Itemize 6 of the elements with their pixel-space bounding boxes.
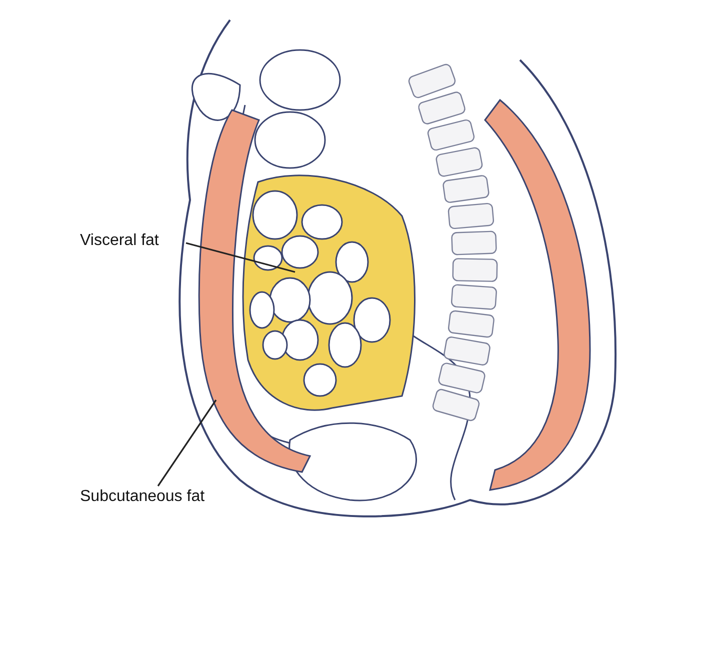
- callout-label: Subcutaneous fat: [80, 487, 206, 507]
- callout-label: Visceral fat: [80, 231, 160, 251]
- subcutaneous-fat-layer: [198, 109, 311, 473]
- leader-line: [186, 242, 296, 273]
- leader-line: [157, 400, 217, 486]
- back-fat-layer: [484, 99, 591, 491]
